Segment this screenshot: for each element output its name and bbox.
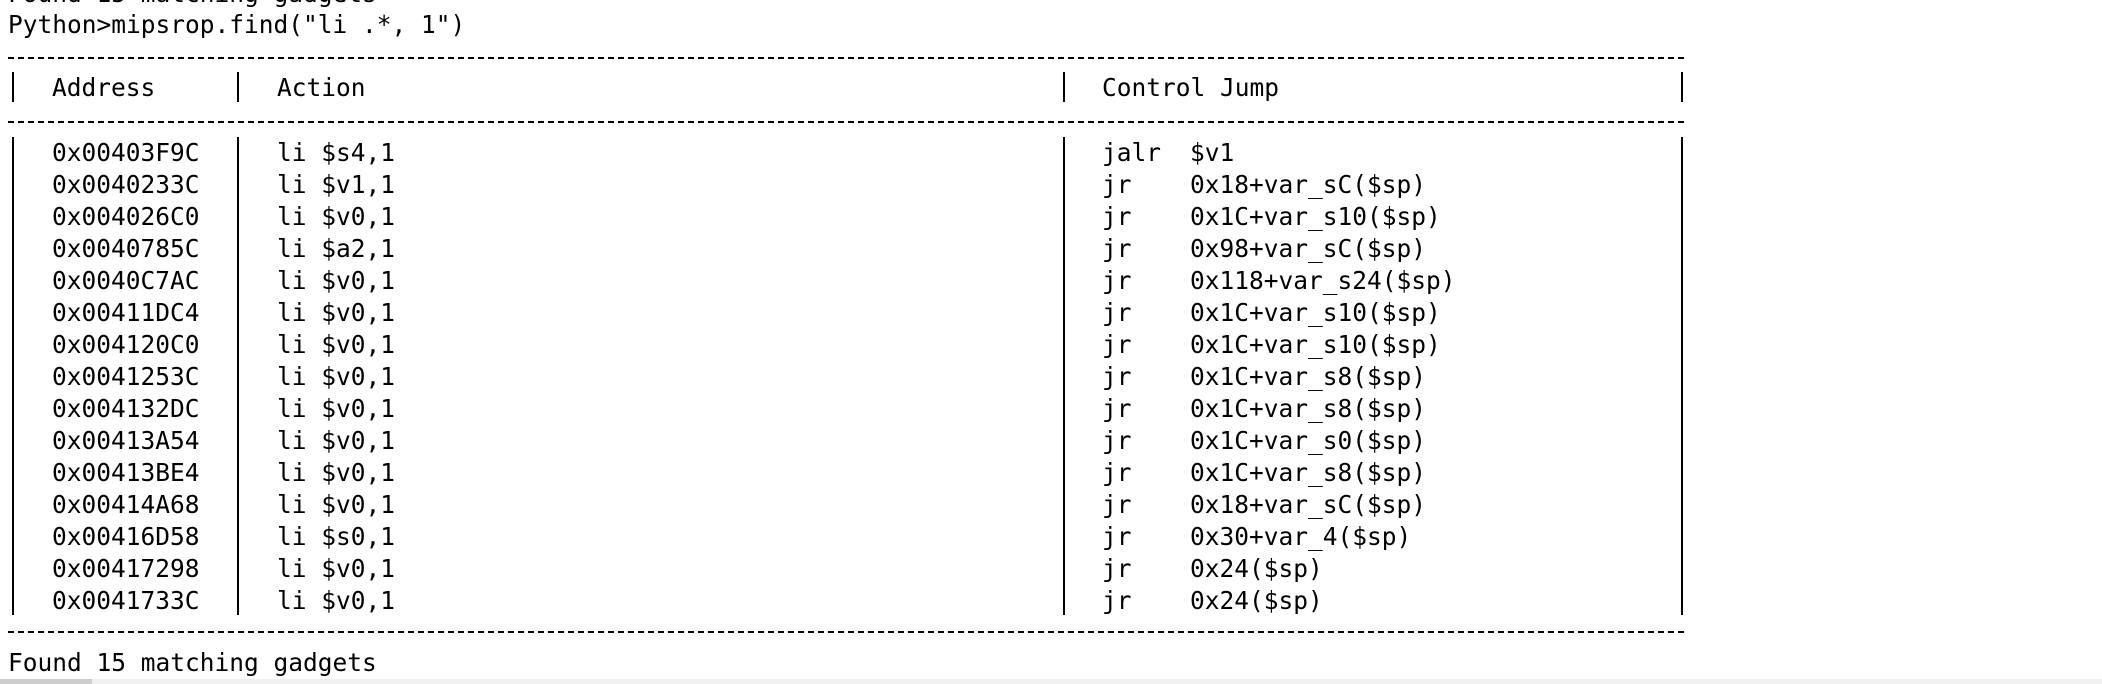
scrollbar-thumb[interactable] bbox=[0, 679, 92, 684]
gadget-jump-target: 0x1C+var_s8($sp) bbox=[1190, 394, 1427, 423]
gadget-jump-instruction: jr bbox=[1102, 234, 1132, 263]
table-row: 0x004132DC li $v0,1 jr 0x1C+var_s8($sp) bbox=[0, 393, 1700, 425]
table-row: 0x00417298 li $v0,1 jr 0x24($sp) bbox=[0, 553, 1700, 585]
gadget-address: 0x004120C0 bbox=[52, 330, 200, 359]
gadget-action: li $s0,1 bbox=[277, 522, 396, 551]
body-border-left bbox=[12, 137, 14, 615]
gadget-jump-target: 0x1C+var_s8($sp) bbox=[1190, 458, 1427, 487]
gadget-jump-target: 0x118+var_s24($sp) bbox=[1190, 266, 1456, 295]
gadget-address: 0x0040C7AC bbox=[52, 266, 200, 295]
header-border-1 bbox=[237, 72, 239, 102]
table-row: 0x00411DC4 li $v0,1 jr 0x1C+var_s10($sp) bbox=[0, 297, 1700, 329]
gadget-action: li $v0,1 bbox=[277, 202, 396, 231]
horizontal-scrollbar[interactable] bbox=[0, 679, 2102, 684]
gadget-address: 0x00403F9C bbox=[52, 138, 200, 167]
gadget-jump-target: $v1 bbox=[1190, 138, 1235, 167]
gadget-jump-instruction: jr bbox=[1102, 586, 1132, 615]
gadget-jump-instruction: jr bbox=[1102, 330, 1132, 359]
gadget-action: li $v0,1 bbox=[277, 554, 396, 583]
gadget-address: 0x00411DC4 bbox=[52, 298, 200, 327]
column-header-control-jump: Control Jump bbox=[1102, 73, 1280, 102]
gadget-action: li $v0,1 bbox=[277, 298, 396, 327]
table-top-rule bbox=[8, 57, 1684, 59]
gadget-jump-instruction: jr bbox=[1102, 426, 1132, 455]
gadget-jump-instruction: jr bbox=[1102, 266, 1132, 295]
gadget-address: 0x0041253C bbox=[52, 362, 200, 391]
gadget-jump-target: 0x1C+var_s10($sp) bbox=[1190, 202, 1441, 231]
gadget-address: 0x00417298 bbox=[52, 554, 200, 583]
gadget-jump-target: 0x24($sp) bbox=[1190, 586, 1323, 615]
gadget-jump-instruction: jr bbox=[1102, 458, 1132, 487]
table-row: 0x0041253C li $v0,1 jr 0x1C+var_s8($sp) bbox=[0, 361, 1700, 393]
gadget-action: li $v0,1 bbox=[277, 362, 396, 391]
gadget-jump-target: 0x1C+var_s0($sp) bbox=[1190, 426, 1427, 455]
table-row: 0x0040233C li $v1,1 jr 0x18+var_sC($sp) bbox=[0, 169, 1700, 201]
table-row: 0x00414A68 li $v0,1 jr 0x18+var_sC($sp) bbox=[0, 489, 1700, 521]
table-row: 0x0040C7AC li $v0,1 jr 0x118+var_s24($sp… bbox=[0, 265, 1700, 297]
table-row: 0x0041733C li $v0,1 jr 0x24($sp) bbox=[0, 585, 1700, 617]
header-border-2 bbox=[1063, 72, 1065, 102]
previous-output-line: Found 15 matching gadgets bbox=[8, 0, 377, 10]
table-row: 0x00403F9C li $s4,1 jalr $v1 bbox=[0, 137, 1700, 169]
table-bottom-rule bbox=[8, 631, 1684, 633]
table-row: 0x00413A54 li $v0,1 jr 0x1C+var_s0($sp) bbox=[0, 425, 1700, 457]
gadget-jump-target: 0x18+var_sC($sp) bbox=[1190, 490, 1427, 519]
gadget-jump-target: 0x24($sp) bbox=[1190, 554, 1323, 583]
header-border-left bbox=[12, 72, 14, 102]
gadget-jump-instruction: jr bbox=[1102, 490, 1132, 519]
body-border-2 bbox=[1063, 137, 1065, 615]
gadget-address: 0x0040233C bbox=[52, 170, 200, 199]
gadget-address: 0x0040785C bbox=[52, 234, 200, 263]
header-border-right bbox=[1681, 72, 1683, 102]
gadget-jump-instruction: jr bbox=[1102, 394, 1132, 423]
gadget-action: li $v0,1 bbox=[277, 394, 396, 423]
gadget-jump-instruction: jr bbox=[1102, 170, 1132, 199]
table-row: 0x004026C0 li $v0,1 jr 0x1C+var_s10($sp) bbox=[0, 201, 1700, 233]
gadget-table-body: 0x00403F9C li $s4,1 jalr $v1 0x0040233C … bbox=[0, 137, 1700, 617]
gadget-jump-instruction: jalr bbox=[1102, 138, 1162, 167]
gadget-address: 0x004132DC bbox=[52, 394, 200, 423]
gadget-action: li $v0,1 bbox=[277, 586, 396, 615]
gadget-jump-target: 0x98+var_sC($sp) bbox=[1190, 234, 1427, 263]
table-row: 0x0040785C li $a2,1 jr 0x98+var_sC($sp) bbox=[0, 233, 1700, 265]
body-border-right bbox=[1681, 137, 1683, 615]
column-header-action: Action bbox=[277, 73, 366, 102]
gadget-jump-instruction: jr bbox=[1102, 298, 1132, 327]
result-summary-line: Found 15 matching gadgets bbox=[8, 648, 377, 677]
table-row: 0x00416D58 li $s0,1 jr 0x30+var_4($sp) bbox=[0, 521, 1700, 553]
gadget-address: 0x0041733C bbox=[52, 586, 200, 615]
gadget-address: 0x00413BE4 bbox=[52, 458, 200, 487]
gadget-jump-target: 0x18+var_sC($sp) bbox=[1190, 170, 1427, 199]
gadget-jump-target: 0x1C+var_s10($sp) bbox=[1190, 330, 1441, 359]
gadget-jump-instruction: jr bbox=[1102, 554, 1132, 583]
gadget-jump-target: 0x1C+var_s8($sp) bbox=[1190, 362, 1427, 391]
gadget-action: li $v0,1 bbox=[277, 458, 396, 487]
gadget-address: 0x00413A54 bbox=[52, 426, 200, 455]
table-row: 0x00413BE4 li $v0,1 jr 0x1C+var_s8($sp) bbox=[0, 457, 1700, 489]
gadget-action: li $v0,1 bbox=[277, 490, 396, 519]
python-command-line: Python>mipsrop.find("li .*, 1") bbox=[8, 10, 466, 39]
gadget-jump-instruction: jr bbox=[1102, 202, 1132, 231]
gadget-address: 0x00414A68 bbox=[52, 490, 200, 519]
gadget-action: li $v0,1 bbox=[277, 330, 396, 359]
gadget-jump-target: 0x1C+var_s10($sp) bbox=[1190, 298, 1441, 327]
gadget-jump-instruction: jr bbox=[1102, 522, 1132, 551]
table-row: 0x004120C0 li $v0,1 jr 0x1C+var_s10($sp) bbox=[0, 329, 1700, 361]
gadget-action: li $s4,1 bbox=[277, 138, 396, 167]
body-border-1 bbox=[237, 137, 239, 615]
table-header-rule bbox=[8, 121, 1684, 123]
gadget-action: li $a2,1 bbox=[277, 234, 396, 263]
gadget-action: li $v0,1 bbox=[277, 426, 396, 455]
gadget-address: 0x00416D58 bbox=[52, 522, 200, 551]
gadget-address: 0x004026C0 bbox=[52, 202, 200, 231]
gadget-action: li $v0,1 bbox=[277, 266, 396, 295]
gadget-action: li $v1,1 bbox=[277, 170, 396, 199]
gadget-jump-target: 0x30+var_4($sp) bbox=[1190, 522, 1412, 551]
gadget-jump-instruction: jr bbox=[1102, 362, 1132, 391]
column-header-address: Address bbox=[52, 73, 156, 102]
